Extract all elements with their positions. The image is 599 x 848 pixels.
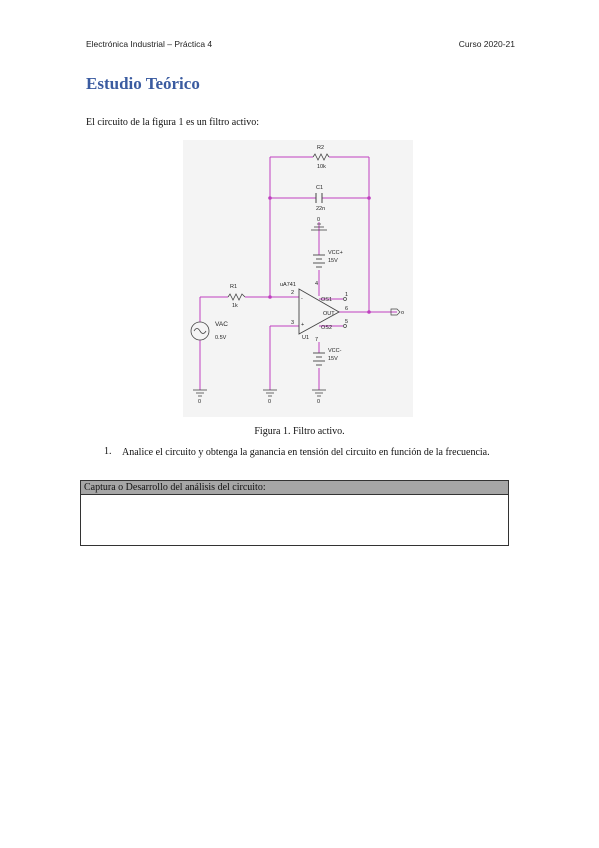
r2-value: 10k: [317, 164, 326, 170]
header-left: Electrónica Industrial – Práctica 4: [86, 39, 213, 49]
c1-value: 22n: [316, 206, 325, 212]
plus-sign: +: [301, 322, 304, 328]
intro-text: El circuito de la figura 1 es un filtro …: [86, 117, 259, 128]
pin-7: 7: [315, 337, 318, 343]
output-label: o: [401, 310, 404, 316]
pin-3: 3: [291, 320, 294, 326]
opamp-model: uA741: [280, 282, 296, 288]
vac-value: 0.5V: [215, 335, 227, 341]
r1-value: 1k: [232, 303, 238, 309]
r2-name: R2: [317, 145, 324, 151]
ground-icon: [193, 389, 326, 397]
header-right: Curso 2020-21: [458, 39, 515, 49]
vccn-name: VCC-: [328, 348, 342, 354]
os2-label: OS2: [321, 325, 332, 331]
pin-1: 1: [345, 292, 348, 298]
u1-label: U1: [302, 335, 309, 341]
section-title: Estudio Teórico: [86, 74, 200, 93]
pin-5: 5: [345, 319, 348, 325]
circuit-figure: R2 10k C1 22n 0 VCC+ 15V uA741 R1 1k 2 3…: [183, 140, 413, 417]
out-label: OUT: [323, 311, 335, 317]
output-connector: [390, 308, 401, 316]
c1-name: C1: [316, 185, 323, 191]
answer-box: Captura o Desarrollo del análisis del ci…: [80, 480, 509, 546]
r2-resistor: [312, 153, 330, 161]
answer-area[interactable]: [81, 495, 508, 545]
vac-source: [190, 321, 210, 341]
vccn-value: 15V: [328, 356, 338, 362]
vccp-name: VCC+: [328, 250, 343, 256]
gnd-label-2: 0: [268, 399, 271, 405]
opamp: [298, 288, 340, 335]
pin-4: 4: [315, 281, 318, 287]
gnd-label-1: 0: [198, 399, 201, 405]
vac-name: VAC: [215, 321, 228, 328]
circuit-schematic: R2 10k C1 22n 0 VCC+ 15V uA741 R1 1k 2 3…: [190, 145, 404, 405]
vccp-value: 15V: [328, 258, 338, 264]
top-ground-icon: [311, 223, 327, 231]
os1-label: OS1: [321, 297, 332, 303]
pin-6: 6: [345, 306, 348, 312]
minus-sign: -: [301, 296, 303, 302]
gnd-label-3: 0: [317, 399, 320, 405]
question-text: Analice el circuito y obtenga la gananci…: [122, 447, 490, 458]
vccp-battery: [313, 254, 325, 268]
question-number: 1.: [104, 446, 112, 457]
vccn-battery: [313, 352, 325, 366]
top-ground-label: 0: [317, 217, 320, 223]
answer-box-header: Captura o Desarrollo del análisis del ci…: [81, 481, 508, 495]
figure-caption: Figura 1. Filtro activo.: [254, 426, 345, 437]
r1-name: R1: [230, 284, 237, 290]
pin-2: 2: [291, 290, 294, 296]
r1-resistor: [227, 293, 246, 301]
